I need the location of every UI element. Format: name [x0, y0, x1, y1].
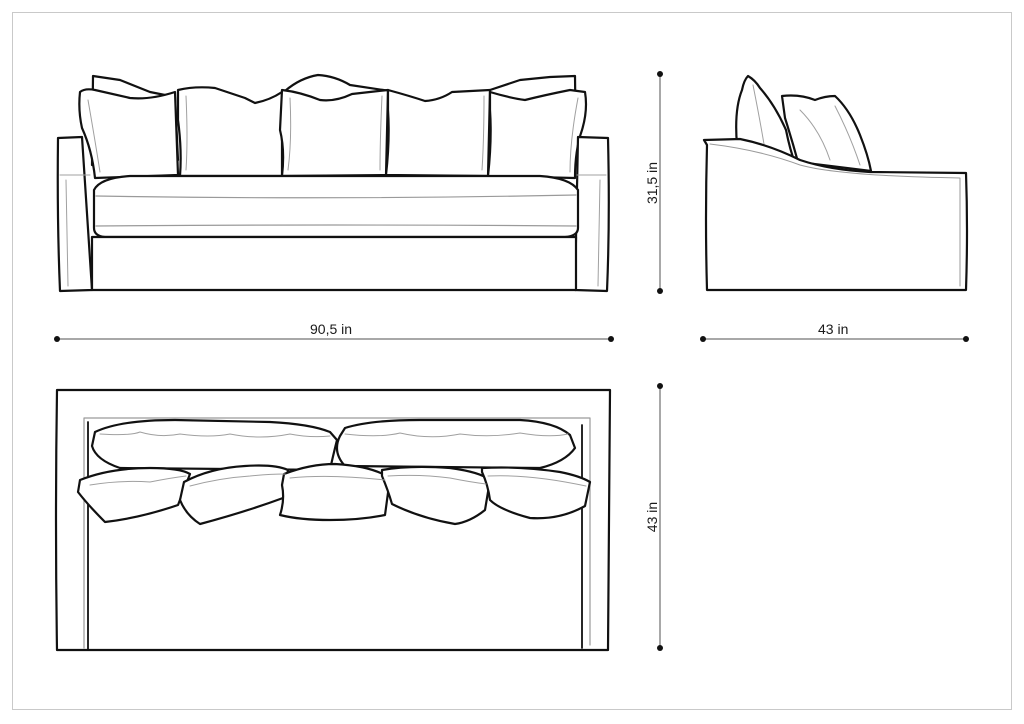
front-arm-left [56, 135, 94, 293]
drawing-frame [12, 12, 1012, 710]
dimension-label-front-height: 31,5 in [644, 161, 660, 205]
front-back-cushion-4 [384, 88, 492, 178]
front-seat-cushion [92, 174, 580, 239]
top-pillow-1 [76, 466, 192, 524]
dimension-front-width [54, 336, 614, 342]
top-back-cushion-left [90, 418, 339, 472]
dimension-label-front-width: 90,5 in [310, 321, 353, 337]
front-back-cushion-2 [176, 86, 284, 178]
front-back-cushion-3 [278, 88, 390, 178]
front-view [56, 73, 610, 293]
front-back-cushion-5 [486, 88, 588, 180]
top-inner-frame [83, 417, 591, 649]
front-back-cushion-1 [78, 88, 180, 180]
front-arm-right [573, 135, 610, 293]
front-base [90, 235, 578, 292]
side-view [702, 74, 969, 292]
top-back-cushion-right [335, 418, 577, 470]
dimension-label-top-depth: 43 in [644, 501, 660, 533]
dimension-label-side-depth: 43 in [818, 321, 849, 337]
dimension-top-depth [657, 383, 663, 651]
top-view [54, 388, 612, 652]
dimension-front-height [657, 71, 663, 294]
top-pillow-5 [480, 466, 592, 520]
dimension-side-depth [700, 336, 969, 342]
top-pillow-4 [380, 465, 492, 526]
top-pillow-3 [278, 462, 392, 522]
